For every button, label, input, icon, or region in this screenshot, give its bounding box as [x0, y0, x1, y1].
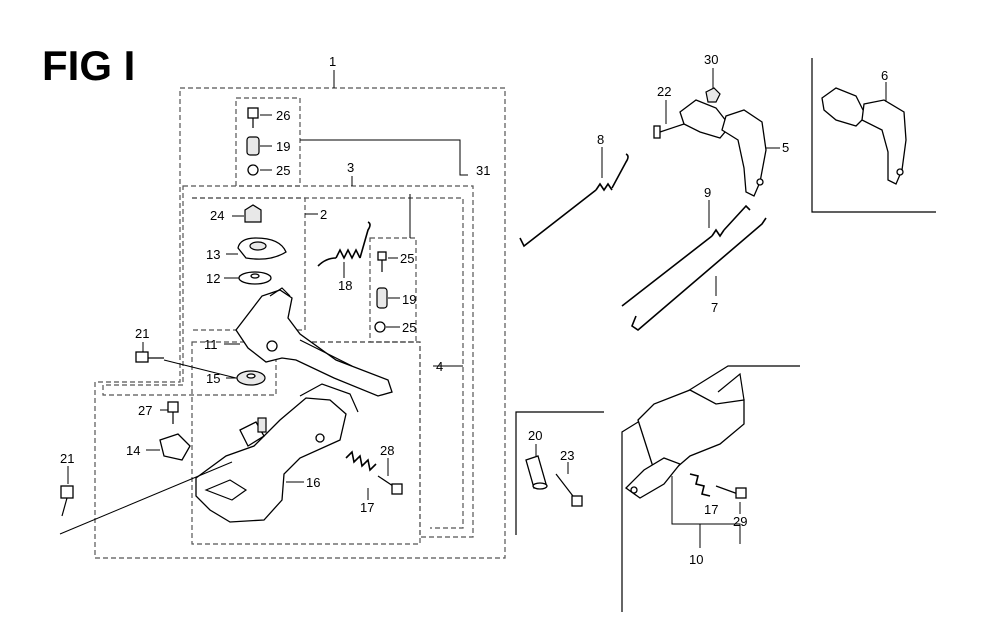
callout-19-top: 19 [276, 139, 290, 154]
part-27-bolt [167, 401, 179, 424]
callout-25-top: 25 [276, 163, 290, 178]
callout-1: 1 [329, 54, 336, 69]
callout-5: 5 [782, 140, 789, 155]
part-25-washer-mid [374, 321, 386, 333]
part-16-control-base [195, 383, 359, 523]
group-box-1 [94, 87, 506, 559]
part-13-friction-plate [237, 237, 287, 260]
callout-12: 12 [206, 271, 220, 286]
callout-21-upper: 21 [135, 326, 149, 341]
callout-30: 30 [704, 52, 718, 67]
part-30-nut [705, 87, 721, 103]
part-6-control-lever [821, 87, 907, 185]
part-21-bolt-upper [135, 351, 164, 363]
part-25-bolt-mid [377, 251, 387, 272]
callout-13: 13 [206, 247, 220, 262]
callout-2: 2 [320, 207, 327, 222]
callout-6: 6 [881, 68, 888, 83]
callout-19-mid: 19 [402, 292, 416, 307]
figure-title: FIG I [42, 42, 135, 89]
callout-7: 7 [711, 300, 718, 315]
callout-18: 18 [338, 278, 352, 293]
part-22-bolt [653, 123, 685, 139]
part-26-bolt [247, 107, 259, 128]
part-17-spring [345, 450, 377, 472]
callout-17-lower: 17 [704, 502, 718, 517]
part-8-governor-rod [519, 153, 629, 248]
callout-3: 3 [347, 160, 354, 175]
part-7-throttle-rod [631, 217, 767, 332]
callout-8: 8 [597, 132, 604, 147]
part-24-nut [244, 204, 262, 223]
callout-16: 16 [306, 475, 320, 490]
callout-4: 4 [436, 359, 443, 374]
callout-9: 9 [704, 185, 711, 200]
callout-21-lower: 21 [60, 451, 74, 466]
frame-part-6 [811, 58, 936, 213]
callout-15: 15 [206, 371, 220, 386]
callout-22: 22 [657, 84, 671, 99]
callout-26: 26 [276, 108, 290, 123]
part-23-bolt [555, 473, 583, 507]
callout-29: 29 [733, 514, 747, 529]
callout-25-mid-bolt: 25 [400, 251, 414, 266]
callout-27: 27 [138, 403, 152, 418]
leader-31 [300, 139, 468, 176]
part-25-washer-top [247, 164, 259, 176]
callout-10: 10 [689, 552, 703, 567]
callout-31: 31 [476, 163, 490, 178]
part-12-washer [238, 271, 272, 285]
part-11-control-lever [235, 287, 393, 397]
part-18-spring [317, 221, 371, 267]
group-box-2 [192, 197, 306, 331]
callout-24: 24 [210, 208, 224, 223]
callout-23: 23 [560, 448, 574, 463]
part-5-control-lever [679, 99, 767, 197]
group-box-4 [192, 197, 464, 529]
part-14-cable-clip [159, 433, 191, 461]
part-19-collar-mid [376, 287, 388, 309]
callout-11: 11 [204, 337, 218, 352]
part-20-pin [525, 455, 548, 490]
part-15-washer [236, 370, 266, 386]
callout-25-mid-washer: 25 [402, 320, 416, 335]
group-box-fasteners-mid [369, 237, 417, 343]
part-19-collar-top [246, 136, 260, 156]
group-box-3 [102, 185, 474, 538]
part-28-bolt [377, 475, 403, 495]
callout-20: 20 [528, 428, 542, 443]
callout-28: 28 [380, 443, 394, 458]
callout-17-upper: 17 [360, 500, 374, 515]
part-9-governor-spring-rod [621, 204, 751, 307]
part-21-bolt-lower [60, 485, 74, 517]
part-10-choke-lever-assembly [624, 372, 747, 499]
callout-14: 14 [126, 443, 140, 458]
frame-parts-20-23 [515, 411, 604, 535]
